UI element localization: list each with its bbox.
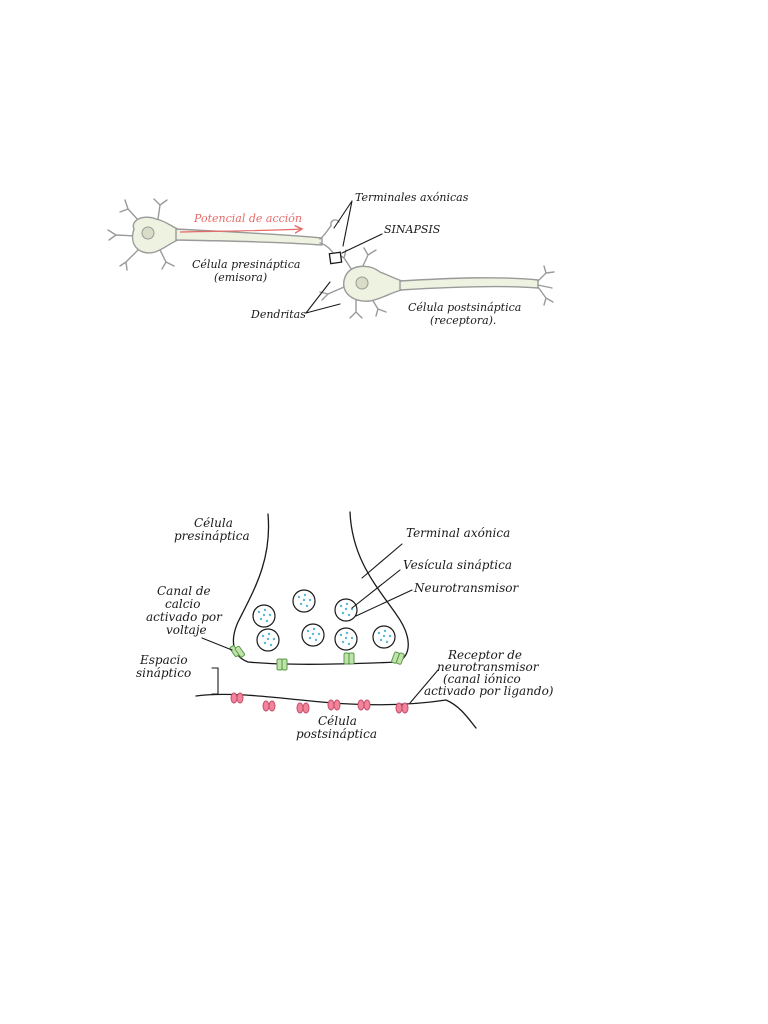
calcium-channel xyxy=(391,651,405,665)
neurotransmitter-receptors xyxy=(230,692,409,714)
calcium-channels xyxy=(229,645,405,671)
bottom-presynaptic-label-1: Célula xyxy=(194,516,233,530)
calcium-channel xyxy=(229,645,245,658)
receptor xyxy=(357,699,371,711)
synapse-leader xyxy=(341,233,383,254)
synaptic-vesicle-label: Vesícula sináptica xyxy=(403,558,512,572)
receptor xyxy=(262,700,276,712)
action-potential-label: Potencial de acción xyxy=(193,212,302,225)
neurotransmitter-leader xyxy=(355,589,413,617)
action-potential-arrow xyxy=(179,229,302,232)
calcium-channel-label-4: voltaje xyxy=(166,623,207,637)
calcium-channel xyxy=(276,658,288,671)
axon-terminals-leader xyxy=(333,200,353,247)
receptor-label-4: activado por ligando) xyxy=(424,684,554,698)
postsynaptic-neuron xyxy=(319,247,555,319)
receptor-label-3: (canal iónico xyxy=(443,672,521,686)
postsynaptic-membrane xyxy=(195,693,477,729)
receptor-leader xyxy=(409,669,439,704)
bottom-postsynaptic-label-1: Célula xyxy=(318,714,357,728)
receptor xyxy=(395,702,409,714)
synapse-marker xyxy=(328,251,343,265)
calcium-channel-label-2: calcio xyxy=(165,597,201,611)
receptor-label-2: neurotransmisor xyxy=(437,660,540,674)
calcium-channel-label-1: Canal de xyxy=(157,584,211,598)
bottom-postsynaptic-label-2: postsináptica xyxy=(296,727,377,741)
axon-terminal-membrane xyxy=(232,511,409,665)
vesicle xyxy=(292,589,316,613)
postsynaptic-cell-label-2: (receptora). xyxy=(430,314,496,327)
receptor xyxy=(230,692,244,704)
presynaptic-cell-label-2: (emisora) xyxy=(214,271,267,284)
axon-terminal-label: Terminal axónica xyxy=(406,526,510,540)
postsynaptic-cell-label-1: Célula postsináptica xyxy=(408,301,521,314)
vesicle xyxy=(372,625,396,649)
synaptic-cleft-label-1: Espacio xyxy=(139,653,188,667)
dendrites-leader xyxy=(305,281,341,314)
presynaptic-cell-label-1: Célula presináptica xyxy=(192,258,300,271)
vesicle xyxy=(256,628,280,652)
vesicle xyxy=(252,604,276,628)
vesicle xyxy=(334,627,358,651)
dendrites-label: Dendritas xyxy=(250,308,306,321)
vesicle xyxy=(301,623,325,647)
bottom-presynaptic-label-2: presináptica xyxy=(174,529,250,543)
synaptic-cleft-label-2: sináptico xyxy=(136,666,191,680)
receptor-label-1: Receptor de xyxy=(447,648,522,662)
neuron-overview-diagram: Potencial de acción Terminales axónicas … xyxy=(107,191,555,327)
calcium-channel-label-3: activado por xyxy=(146,610,223,624)
vesicle-leader xyxy=(351,569,401,609)
receptor xyxy=(296,702,310,714)
presynaptic-neuron xyxy=(107,198,341,271)
neurotransmitter-label: Neurotransmisor xyxy=(413,581,519,595)
synapse-label: SINAPSIS xyxy=(384,223,441,236)
synapse-detail-diagram: Célula presináptica Terminal axónica Ves… xyxy=(136,511,554,741)
vesicle xyxy=(334,598,358,622)
receptor xyxy=(327,699,341,711)
axon-terminal-leader xyxy=(361,543,403,579)
calcium-channel-leader xyxy=(201,637,233,651)
synaptic-cleft-bracket xyxy=(211,667,219,695)
axon-terminals-label: Terminales axónicas xyxy=(355,191,469,204)
synaptic-vesicles xyxy=(252,589,396,652)
calcium-channel xyxy=(343,652,355,665)
